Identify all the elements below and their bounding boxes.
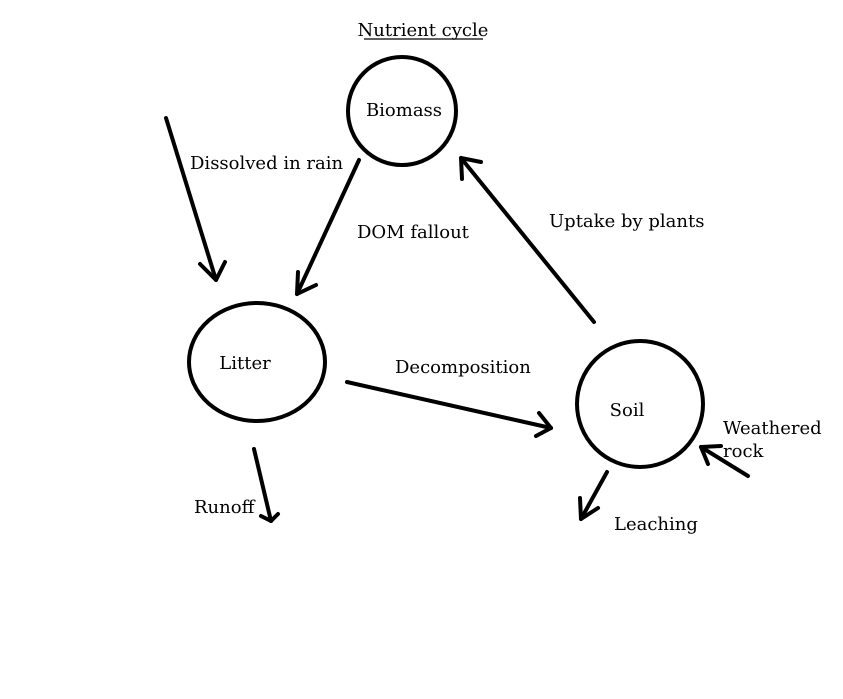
leaching-label: Leaching: [614, 514, 698, 535]
flow-dom-fallout: DOM fallout: [295, 158, 470, 296]
dissolved-in-rain-arrow: [164, 116, 218, 282]
uptake-arrowhead: [459, 156, 483, 181]
decomposition-label: Decomposition: [395, 357, 531, 378]
litter-label: Litter: [219, 353, 271, 374]
weathered-rock-arrowhead: [699, 444, 723, 466]
runoff-label: Runoff: [194, 497, 256, 518]
leaching-arrowhead: [578, 496, 600, 521]
node-litter: Litter: [187, 301, 327, 423]
flow-runoff: Runoff: [194, 447, 280, 523]
decomposition-arrowhead: [534, 411, 553, 438]
flow-dissolved-in-rain: Dissolved in rain: [164, 116, 343, 282]
decomposition-arrow: [345, 380, 553, 430]
soil-label: Soil: [610, 400, 645, 421]
runoff-arrowhead: [259, 512, 280, 523]
biomass-label: Biomass: [366, 100, 442, 121]
flow-uptake-by-plants: Uptake by plants: [459, 156, 704, 324]
weathered-rock-label-line1: Weathered: [723, 418, 822, 439]
dom-fallout-label: DOM fallout: [357, 222, 470, 243]
soil-circle: [575, 339, 705, 469]
biomass-circle: [346, 55, 458, 167]
flow-decomposition: Decomposition: [345, 357, 553, 438]
uptake-label: Uptake by plants: [549, 211, 704, 232]
runoff-arrow: [252, 447, 273, 523]
weathered-rock-arrow: [699, 445, 750, 478]
litter-circle: [187, 301, 327, 423]
diagram-title: Nutrient cycle: [358, 20, 489, 41]
dom-fallout-arrow: [295, 158, 361, 296]
leaching-arrow: [579, 470, 609, 521]
flow-weathered-rock: Weathered rock: [699, 418, 822, 478]
weathered-rock-label-line2: rock: [723, 441, 765, 462]
dissolved-in-rain-arrowhead: [198, 260, 227, 282]
dom-fallout-arrowhead: [295, 270, 318, 296]
uptake-arrow: [459, 156, 596, 324]
node-biomass: Biomass: [346, 55, 458, 167]
flow-leaching: Leaching: [578, 470, 698, 535]
node-soil: Soil: [575, 339, 705, 469]
dissolved-in-rain-label: Dissolved in rain: [190, 153, 343, 174]
